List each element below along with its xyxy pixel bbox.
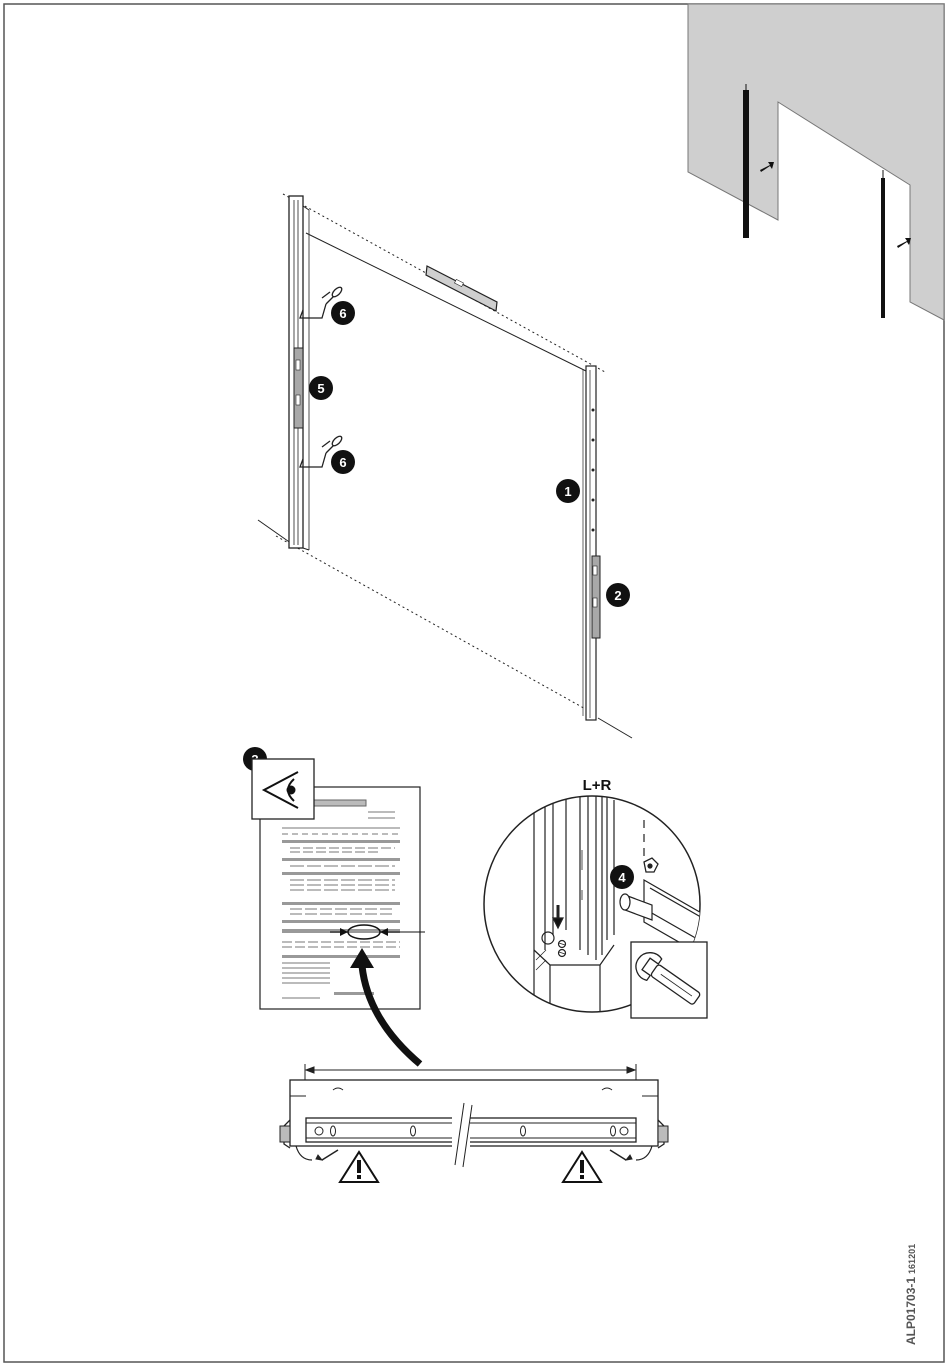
warning-icon <box>563 1152 601 1182</box>
svg-text:6: 6 <box>339 455 346 470</box>
door-frame-drawing <box>258 194 632 738</box>
document-code-date: 161201 <box>907 1244 917 1274</box>
document-code-main: ALP01703-1 <box>904 1277 918 1345</box>
svg-text:6: 6 <box>339 306 346 321</box>
step-4-detail: L+R <box>484 777 710 1018</box>
wall-shape <box>688 4 944 320</box>
callout-1: 1 <box>556 479 580 503</box>
bottom-alignment-dotted-line <box>276 536 598 716</box>
document-code: ALP01703-1161201 <box>902 1255 920 1345</box>
svg-text:1: 1 <box>564 484 571 499</box>
right-frame-post <box>583 366 600 720</box>
page-border <box>4 4 944 1362</box>
bottom-rail-drawing <box>280 1064 668 1170</box>
detail-label: L+R <box>583 777 612 794</box>
svg-text:5: 5 <box>317 381 324 396</box>
callout-5: 5 <box>309 376 333 400</box>
data-sheet <box>260 787 420 1009</box>
svg-text:2: 2 <box>614 588 621 603</box>
callout-6-bottom: 6 <box>331 450 355 474</box>
left-frame-post <box>289 196 309 550</box>
step-3-inspection: 3 <box>243 747 425 1009</box>
wall-opening-detail <box>688 4 944 320</box>
eye-icon-box <box>252 759 314 819</box>
spirit-level <box>426 266 497 311</box>
svg-text:4: 4 <box>618 870 626 885</box>
arrow-icon <box>897 238 911 248</box>
callout-2: 2 <box>606 583 630 607</box>
callout-6-top: 6 <box>331 301 355 325</box>
warning-icon <box>340 1152 378 1182</box>
